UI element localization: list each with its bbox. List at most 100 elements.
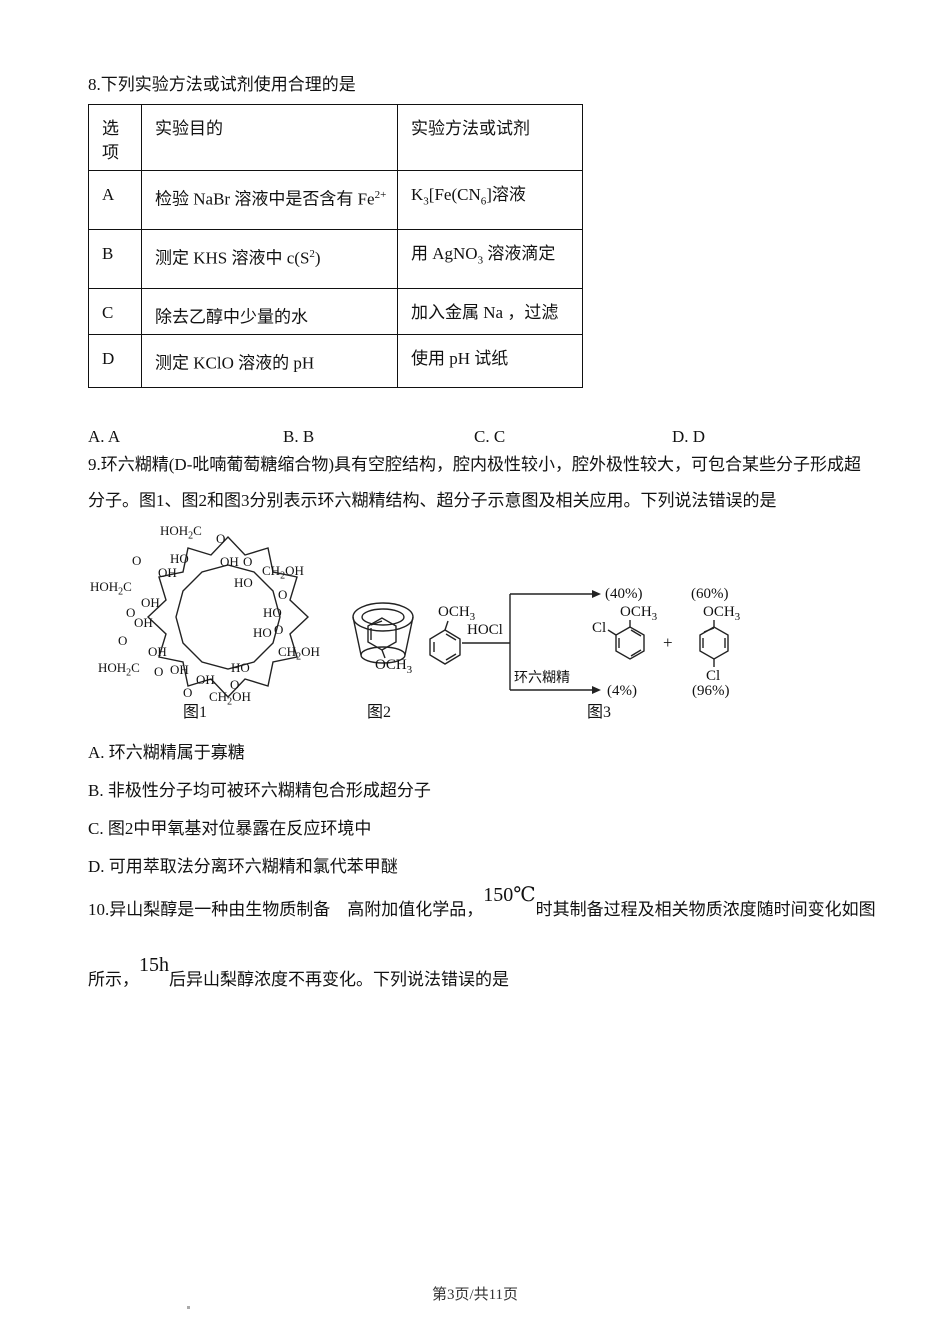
method-cell: 使用 pH 试纸: [397, 334, 583, 388]
header-method: 实验方法或试剂: [397, 104, 583, 171]
label-text: HOH: [98, 660, 127, 675]
bottom-arrowhead: [592, 686, 601, 694]
option-label: D: [102, 349, 115, 368]
fig1-label: CH2OH: [262, 564, 304, 583]
och3-bond: [381, 649, 386, 659]
purpose-cell: 检验 NaBr 溶液中是否含有 Fe2+: [141, 170, 398, 230]
label-text: O: [230, 677, 240, 692]
cyclodextrin-reagent-label: 环六糊精: [514, 671, 570, 686]
method-text: K: [411, 185, 424, 204]
ortho-cl-label: Cl: [592, 620, 607, 636]
header-option: 选项: [88, 104, 142, 171]
option-cell: C: [88, 288, 142, 335]
option-label: B: [102, 244, 114, 263]
bucket-left-side: [352, 616, 362, 656]
label-text: OCH: [375, 657, 407, 673]
plus-sign: +: [663, 633, 673, 652]
fig1-label: O: [216, 532, 225, 545]
option-cell: B: [88, 229, 142, 289]
table-header-row: 选项 实验目的 实验方法或试剂: [88, 104, 583, 171]
q9-option-d: D. 可用萃取法分离环六糊精和氯代苯甲醚: [88, 857, 398, 876]
label-sub: 3: [734, 611, 741, 623]
label-text: OCH: [438, 604, 470, 620]
label-text: O: [274, 622, 284, 637]
label-text: OH: [220, 554, 239, 569]
guest-benzene-ring: [367, 617, 397, 651]
fig1-label: CH2OH: [278, 645, 320, 664]
header-option-label: 选项: [102, 119, 119, 162]
q8-table: 选项 实验目的 实验方法或试剂 A 检验 NaBr 溶液中是否含有 Fe2+ K…: [88, 104, 583, 388]
macrocycle-outer-ring: [146, 535, 310, 699]
fig1-label: O: [274, 623, 283, 636]
label-text: HO: [253, 625, 272, 640]
label-sub: 3: [469, 611, 476, 623]
anisole-benzene-ring: [429, 629, 461, 665]
reaction-scheme-drawing: [429, 590, 729, 694]
label-sub: 2: [296, 651, 302, 663]
label-sub: 2: [188, 530, 194, 542]
label-tail: C: [193, 523, 202, 538]
yield-60-label: (60%): [691, 586, 729, 602]
fig1-label: HOH2C: [90, 580, 132, 599]
fig1-label: OH: [196, 673, 215, 686]
option-cell: A: [88, 170, 142, 230]
label-text: HO: [263, 605, 282, 620]
time-15h: 15h: [139, 954, 169, 976]
label-tail: OH: [285, 563, 304, 578]
q10-line1: 10.异山梨醇是一种由生物质制备 高附加值化学品，150℃时其制备过程及相关物质…: [88, 884, 876, 923]
para-och3-label: OCH3: [703, 605, 740, 625]
fig1-label: O: [132, 554, 141, 567]
label-text: O: [118, 633, 128, 648]
header-purpose-label: 实验目的: [155, 119, 223, 138]
label-text: OH: [158, 565, 177, 580]
q8-choice-c: C. C: [474, 427, 506, 446]
label-text: OCH: [620, 604, 652, 620]
label-text: HOH: [90, 579, 119, 594]
q8-choice-d: D. D: [672, 427, 706, 446]
para-cl-label: Cl: [706, 668, 721, 684]
purpose-tail: ): [314, 248, 321, 268]
q10-line2: 所示，15h后异山梨醇浓度不再变化。下列说法错误的是: [88, 954, 509, 993]
fig3-caption: 图3: [587, 704, 612, 721]
q10-line2-post: 后异山梨醇浓度不再变化。下列说法错误的是: [169, 970, 509, 989]
label-tail: C: [131, 660, 140, 675]
fig1-label: O: [118, 634, 127, 647]
q9-option-c: C. 图2中甲氧基对位暴露在反应环境中: [88, 819, 372, 838]
fig1-label: HO: [170, 552, 189, 565]
ortho-chloroanisole-ring: [615, 626, 645, 660]
method-cell: 加入金属 Na ，过滤: [397, 288, 583, 335]
method-cell: K3[Fe(CN6]溶液: [397, 170, 583, 230]
method-text: 使用 pH 试纸: [411, 349, 509, 368]
header-purpose: 实验目的: [141, 104, 398, 171]
label-sub: 3: [406, 664, 413, 676]
benzene-double-bond: [703, 627, 715, 633]
purpose-cell: 除去乙醇中少量的水: [141, 288, 398, 335]
fig1-label: O: [183, 686, 192, 699]
hocl-label: HOCl: [467, 622, 503, 638]
purpose-text: 测定 KClO 溶液的 pH: [155, 353, 315, 373]
fig1-label: OH: [158, 566, 177, 579]
q9-stem-line2: 分子。图1、图2和图3分别表示环六糊精结构、超分子示意图及相关应用。下列说法错误…: [88, 491, 777, 510]
method-sub1: 3: [477, 254, 484, 267]
label-text: OCH: [703, 604, 735, 620]
q10-line2-pre: 所示，: [88, 970, 139, 989]
label-text: O: [126, 605, 136, 620]
method-text2: 溶液滴定: [483, 244, 556, 263]
label-text: HO: [170, 551, 189, 566]
fig1-label: OH: [148, 645, 167, 658]
q10-line1-post: 时其制备过程及相关物质浓度随时间变化如图: [535, 900, 876, 919]
yield-40-label: (40%): [605, 586, 643, 602]
method-sub2: 6: [480, 195, 487, 208]
fig1-label: HOH2C: [160, 524, 202, 543]
benzene-double-bond: [445, 633, 457, 641]
stray-mark: [187, 1306, 190, 1309]
fig1-label: O: [126, 606, 135, 619]
cl-bond: [607, 629, 617, 636]
header-method-label: 实验方法或试剂: [411, 119, 530, 138]
bucket-bottom: [360, 646, 406, 664]
label-text: OH: [134, 615, 153, 630]
benzene-double-bond: [630, 629, 642, 637]
method-cell: 用 AgNO3 溶液滴定: [397, 229, 583, 289]
table-row: C 除去乙醇中少量的水 加入金属 Na ，过滤: [88, 288, 583, 335]
option-cell: D: [88, 334, 142, 388]
